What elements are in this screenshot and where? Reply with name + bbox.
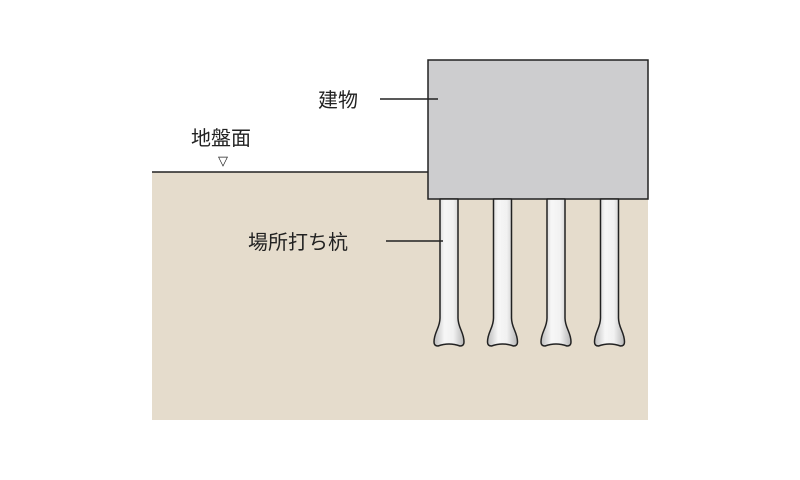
soil-ground (152, 172, 648, 420)
building-label: 建物 (318, 88, 358, 112)
pile-3 (540, 198, 572, 347)
pile-2 (486, 198, 519, 347)
piles-label: 場所打ち杭 (248, 230, 348, 254)
pile-4 (593, 198, 626, 347)
ground-level-marker-icon: ▽ (218, 154, 228, 169)
pile-1 (433, 198, 465, 347)
building-block (427, 59, 649, 200)
piles-group (433, 198, 626, 347)
ground-surface-label: 地盤面 (191, 126, 251, 150)
